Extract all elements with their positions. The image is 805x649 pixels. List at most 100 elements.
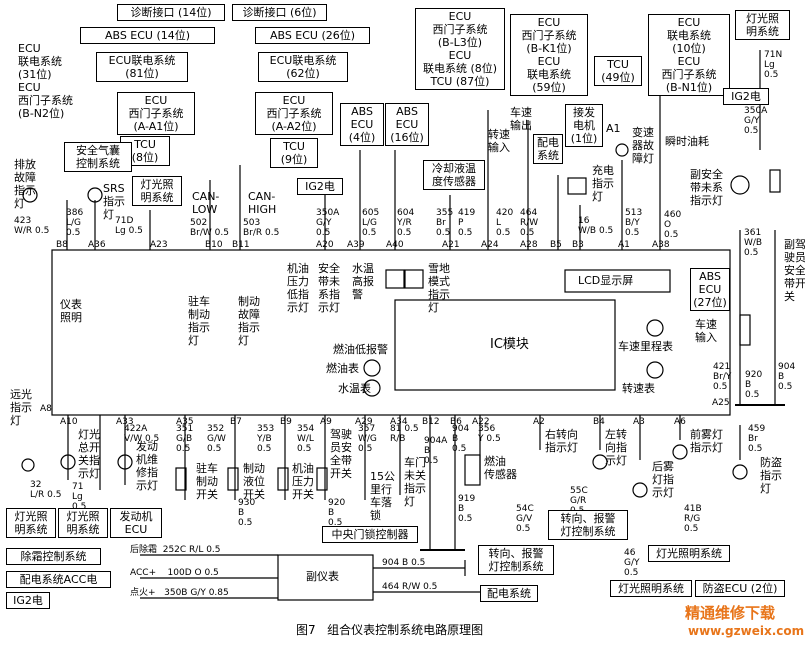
pin-a36: A36 <box>88 240 106 250</box>
lighting-top-box: 灯光照 明系统 <box>735 10 790 40</box>
wire-354: 354 W/L 0.5 <box>297 424 315 454</box>
pin-a22: A22 <box>472 417 490 427</box>
wire-904-right: 904 B 0.5 <box>778 362 796 392</box>
pin-b6: B6 <box>450 417 462 427</box>
wire-81: 81 0.5 R/B <box>390 424 419 444</box>
backlight-label: 仪表 照明 <box>60 298 82 324</box>
wire-386: 386 L/G 0.5 <box>66 208 84 238</box>
siemens-bl3-box: ECU 西门子系统 (B-L3位) ECU 联电系统 (8位) TCU (87位… <box>415 8 505 90</box>
wire-423: 423 W/R 0.5 <box>14 216 50 236</box>
wire-357: 357 W/G 0.5 <box>358 424 377 454</box>
diag-port-14-box: 诊断接口 (14位) <box>117 4 225 21</box>
a1-pin-label: A1 <box>606 122 621 135</box>
wire-350a-right: 350A G/Y 0.5 <box>744 106 768 136</box>
power-dist-bottom-box: 配电系统 <box>480 585 538 602</box>
pin-a10: A10 <box>60 417 78 427</box>
ig2-right-box: IG2电 <box>723 88 769 105</box>
pin-b7: B7 <box>230 417 242 427</box>
lighting-box-2: 灯光照 明系统 <box>58 508 108 538</box>
central-lock-box: 中央门锁控制器 <box>322 526 418 543</box>
lcd-box <box>564 269 671 293</box>
defrost-wire: 后除霜 252C R/L 0.5 <box>130 545 221 555</box>
alternator-box: 接发 电机 (1位) <box>565 104 603 147</box>
pin-b8: B8 <box>56 240 68 250</box>
wire-930: 930 B 0.5 <box>238 498 256 528</box>
wire-54c: 54C G/V 0.5 <box>516 504 534 534</box>
siemens-a2-box: ECU 西门子系统 (A-A2位) <box>255 92 333 135</box>
passenger-belt-label: 副安全 带未系 指示灯 <box>690 168 723 207</box>
abs-ecu-26-box: ABS ECU (26位) <box>255 27 370 44</box>
wire-41b: 41B R/G 0.5 <box>684 504 702 534</box>
watermark-brand: 精通维修下载 <box>685 604 776 622</box>
ic-module-label: IC模块 <box>490 337 529 352</box>
pin-a2: A2 <box>533 417 545 427</box>
fuel-instant-label: 瞬时油耗 <box>665 135 709 148</box>
wire-352: 352 G/W 0.5 <box>207 424 226 454</box>
ignition-wire: 点火+ 350B G/Y 0.85 <box>130 588 229 598</box>
pin-a28: A28 <box>520 240 538 250</box>
high-beam-label: 远光 指示 灯 <box>10 388 32 427</box>
ic-module-box <box>394 299 616 391</box>
fuel-sensor-label: 燃油 传感器 <box>484 455 517 481</box>
wire-71: 71 Lg 0.5 <box>72 482 87 512</box>
pin-a24: A24 <box>481 240 499 250</box>
pin-a6: A6 <box>674 417 686 427</box>
coolant-sensor-box: 冷却液温 度传感器 <box>423 160 485 190</box>
pin-a35: A35 <box>176 417 194 427</box>
pin-b9: B9 <box>280 417 292 427</box>
antitheft-indicator-label: 防盗 指示 灯 <box>760 456 782 495</box>
park-switch-label: 驻车 制动 开关 <box>196 462 218 501</box>
siemens-a1-box: ECU 西门子系统 (A-A1位) <box>117 92 195 135</box>
front-fog-label: 前雾灯 指示灯 <box>690 428 723 454</box>
wire-361: 361 W/B 0.5 <box>744 228 763 258</box>
wire-355: 355 Br 0.5 <box>436 208 454 238</box>
wire-353: 353 Y/B 0.5 <box>257 424 275 454</box>
acc-box: 配电系统ACC电 <box>6 571 111 588</box>
speed-input-label: 转速 输入 <box>488 128 510 154</box>
pin-a3: A3 <box>633 417 645 427</box>
wire-513: 513 B/Y 0.5 <box>625 208 643 238</box>
wire-422a: 422A V/W 0.5 <box>124 424 160 444</box>
lcd-label: LCD显示屏 <box>578 274 634 287</box>
antitheft-ecu-box: 防盗ECU (2位) <box>695 580 785 597</box>
fuel-gauge-label: 燃油表 <box>326 362 359 375</box>
wire-32: 32 L/R 0.5 <box>30 480 62 500</box>
speed-output-label: 车速 输出 <box>510 106 532 132</box>
brake-fault-indicator: 制动 故障 指示 灯 <box>238 295 260 347</box>
charge-label: 充电 指示 灯 <box>592 164 614 203</box>
lighting-left-box: 灯光照 明系统 <box>132 176 182 206</box>
pin-a29: A29 <box>355 417 373 427</box>
watermark-url: www.gzweix.com <box>688 624 805 638</box>
speed-input2-label: 车速 输入 <box>695 318 717 344</box>
oil-switch-label: 机油 压力 开关 <box>292 462 314 501</box>
wire-919: 919 B 0.5 <box>458 494 476 524</box>
abs-ecu-14-box: ABS ECU (14位) <box>80 27 215 44</box>
wire-503: 503 Br/R 0.5 <box>243 218 280 238</box>
diag-port-6-box: 诊断接口 (6位) <box>232 4 327 21</box>
door-open-label: 车门 未关 指示 灯 <box>404 456 426 508</box>
srs-label: SRS 指示 灯 <box>103 182 125 221</box>
wire-419: 419 P 0.5 <box>458 208 476 238</box>
lighting-box-1: 灯光照 明系统 <box>6 508 56 538</box>
gear-fault-label: 变速 器故 障灯 <box>632 126 654 165</box>
pin-a25: A25 <box>712 398 730 408</box>
pin-b10: B10 <box>205 240 223 250</box>
wire-605: 605 L/G 0.5 <box>362 208 380 238</box>
pin-a23: A23 <box>150 240 168 250</box>
engine-repair-label: 发动 机维 修指 示灯 <box>136 440 158 492</box>
pin-a38: A38 <box>652 240 670 250</box>
figure-caption: 图7 组合仪表控制系统电路原理图 <box>296 623 484 637</box>
tcu-9-box: TCU (9位) <box>270 138 318 168</box>
wire-464: 464 R/W 0.5 <box>520 208 539 238</box>
wire-459: 459 Br 0.5 <box>748 424 766 454</box>
pin-a34: A34 <box>390 417 408 427</box>
driver-belt-switch-label: 驾驶 员安 全带 开关 <box>330 428 352 480</box>
left-turn-label: 左转 向指 示灯 <box>605 428 627 467</box>
power-dist-wire: 464 R/W 0.5 <box>382 582 438 592</box>
rear-fog-label: 后雾 灯指 示灯 <box>652 460 674 499</box>
right-turn-label: 右转向 指示灯 <box>545 428 578 454</box>
pin-b4: B4 <box>593 417 605 427</box>
defrost-box: 除霜控制系统 <box>6 548 101 565</box>
abs-ecu-16-box: ABS ECU (16位) <box>385 103 429 146</box>
